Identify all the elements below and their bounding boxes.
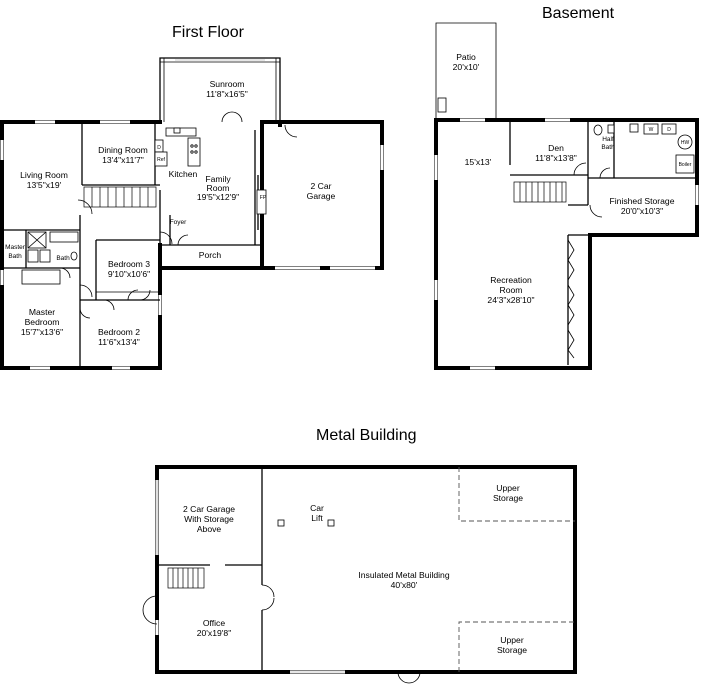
patio-dims: 20'x10' [453,62,480,72]
fireplace-label: FP [260,195,267,201]
metal-building-title: Metal Building [316,427,417,444]
master-bedroom-name: Master [29,307,55,317]
living-room-name: Living Room [20,170,68,180]
garage-name: 2 Car [310,181,331,191]
bedroom-2-name: Bedroom 2 [98,327,140,337]
car-lift-line2: Lift [311,513,323,523]
water-heater-icon [677,134,693,150]
boiler-icon [675,154,695,174]
basement-plan: W D HW Boiler [434,22,699,370]
living-room-dims: 13'5"x19' [27,180,62,190]
car-lift-line1: Car [310,503,324,513]
garage-name-2: Garage [307,191,336,201]
dryer-icon [661,123,677,135]
garage-storage-line2: With Storage [184,514,234,524]
patio-name: Patio [456,52,476,62]
recreation-room-name-2: Room [500,285,523,295]
boiler-label: Boiler [679,162,692,168]
master-bedroom-name-2: Bedroom [25,317,60,327]
bedroom-3-name: Bedroom 3 [108,259,150,269]
basement-title: Basement [542,5,615,22]
first-floor-interior-walls [2,122,262,368]
upper-storage-bottom-line2: Storage [497,645,527,655]
bedroom-3-dims: 9'10"x10'6" [108,269,150,279]
master-bath-name: Master [5,244,26,251]
upper-storage-top-line2: Storage [493,493,523,503]
bedroom-2-dims: 11'6"x13'4" [98,337,140,347]
car-lift-post-icon [277,519,285,527]
fireplace-icon [256,189,267,215]
sunroom-dims: 11'8"x16'5" [206,89,248,99]
family-room-name: Family [205,174,231,184]
kitchen-fixtures [154,127,201,167]
patio-steps [437,97,447,113]
insulated-building-dims: 40'x80' [391,580,418,590]
water-heater-label: HW [681,140,690,146]
basement-stairs [513,181,567,203]
finished-storage-name: Finished Storage [610,196,675,206]
office-name: Office [203,618,226,628]
finished-storage-dims: 20'0"x10'3" [621,206,663,216]
half-bath-name-2: Bath [601,144,615,151]
metal-building-plan [142,465,577,684]
refrigerator-label: Ref [157,157,165,163]
metal-building-stairs [167,567,205,589]
den-name: Den [548,143,564,153]
bath-fixtures [21,231,79,285]
washer-icon [643,123,659,135]
garage-storage-line1: 2 Car Garage [183,504,235,514]
sunroom-walls [159,57,281,122]
first-floor-plan: D Ref FP [0,57,384,370]
insulated-building-name: Insulated Metal Building [358,570,449,580]
garage-storage-line3: Above [197,524,222,534]
family-room-name-2: Room [207,183,230,193]
master-bath-name-2: Bath [8,253,22,260]
bath-name: Bath [56,255,70,262]
unnamed-room-dims: 15'x13' [465,157,492,167]
dryer-label: D [157,145,161,151]
first-floor-stairs [83,186,157,208]
upper-storage-bottom-line1: Upper [500,635,524,645]
family-room-dims: 19'5"x12'9" [197,192,239,202]
master-bedroom-dims: 15'7"x13'6" [21,327,63,337]
recreation-room-dims: 24'3"x28'10" [487,295,534,305]
porch-name: Porch [199,250,222,260]
dryer-label: D [667,127,671,133]
half-bath-name: Half [602,136,614,143]
recreation-room-name: Recreation [490,275,532,285]
upper-storage-top-line1: Upper [496,483,520,493]
washer-label: W [649,127,654,133]
first-floor-title: First Floor [172,24,245,41]
dining-room-dims: 13'4"x11'7" [102,155,144,165]
basement-interior-walls [509,120,697,365]
kitchen-name: Kitchen [169,169,198,179]
foyer-name: Foyer [170,219,187,226]
office-dims: 20'x19'8" [197,628,232,638]
sunroom-name: Sunroom [210,79,245,89]
den-dims: 11'8"x13'8" [535,153,577,163]
car-lift-post-icon [327,519,335,527]
dining-room-name: Dining Room [98,145,148,155]
